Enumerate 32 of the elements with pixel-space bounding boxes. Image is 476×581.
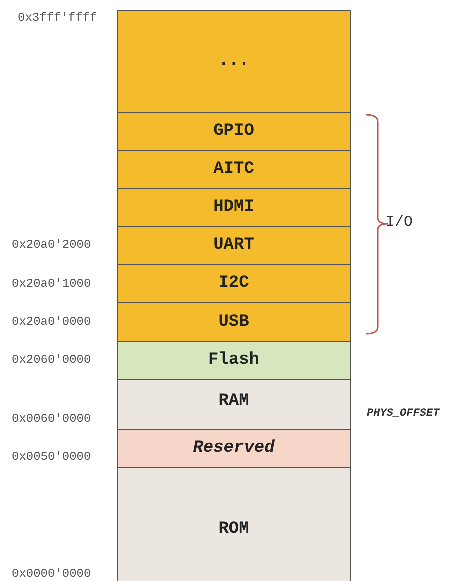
address-label: 0x2060'0000 — [12, 353, 92, 367]
region-name: UART — [214, 236, 254, 255]
memory-region — [117, 10, 351, 113]
region-name: AITC — [214, 160, 254, 179]
address-label: 0x20a0'2000 — [12, 238, 92, 252]
memory-region — [117, 429, 351, 468]
region-name: I2C — [218, 274, 250, 293]
region-name: RAM — [218, 392, 250, 411]
address-label: 0x20a0'0000 — [12, 315, 92, 329]
region-name: ROM — [218, 520, 250, 538]
address-label: 0x0000'0000 — [12, 567, 92, 581]
memory-region — [117, 226, 351, 265]
address-label: 0x0050'0000 — [12, 450, 92, 464]
memory-region — [117, 302, 351, 342]
memory-region — [117, 264, 351, 303]
group-label: I/O — [386, 216, 414, 230]
memory-region — [117, 467, 351, 581]
region-name: GPIO — [214, 122, 254, 141]
region-name: Reserved — [193, 439, 275, 458]
region-name: Flash — [208, 351, 260, 370]
memory-region — [117, 112, 351, 151]
memory-region — [117, 150, 351, 189]
memory-region — [117, 379, 351, 430]
address-label: 0x0060'0000 — [12, 412, 92, 426]
region-name: USB — [218, 312, 250, 332]
marker-label: PHYS_OFFSET — [367, 407, 440, 421]
address-label: 0x3fff'ffff — [18, 11, 98, 25]
memory-region — [117, 188, 351, 227]
address-label: 0x20a0'1000 — [12, 277, 92, 291]
region-name: HDMI — [214, 198, 254, 217]
memory-region — [117, 341, 351, 380]
region-name: ... — [218, 52, 250, 71]
